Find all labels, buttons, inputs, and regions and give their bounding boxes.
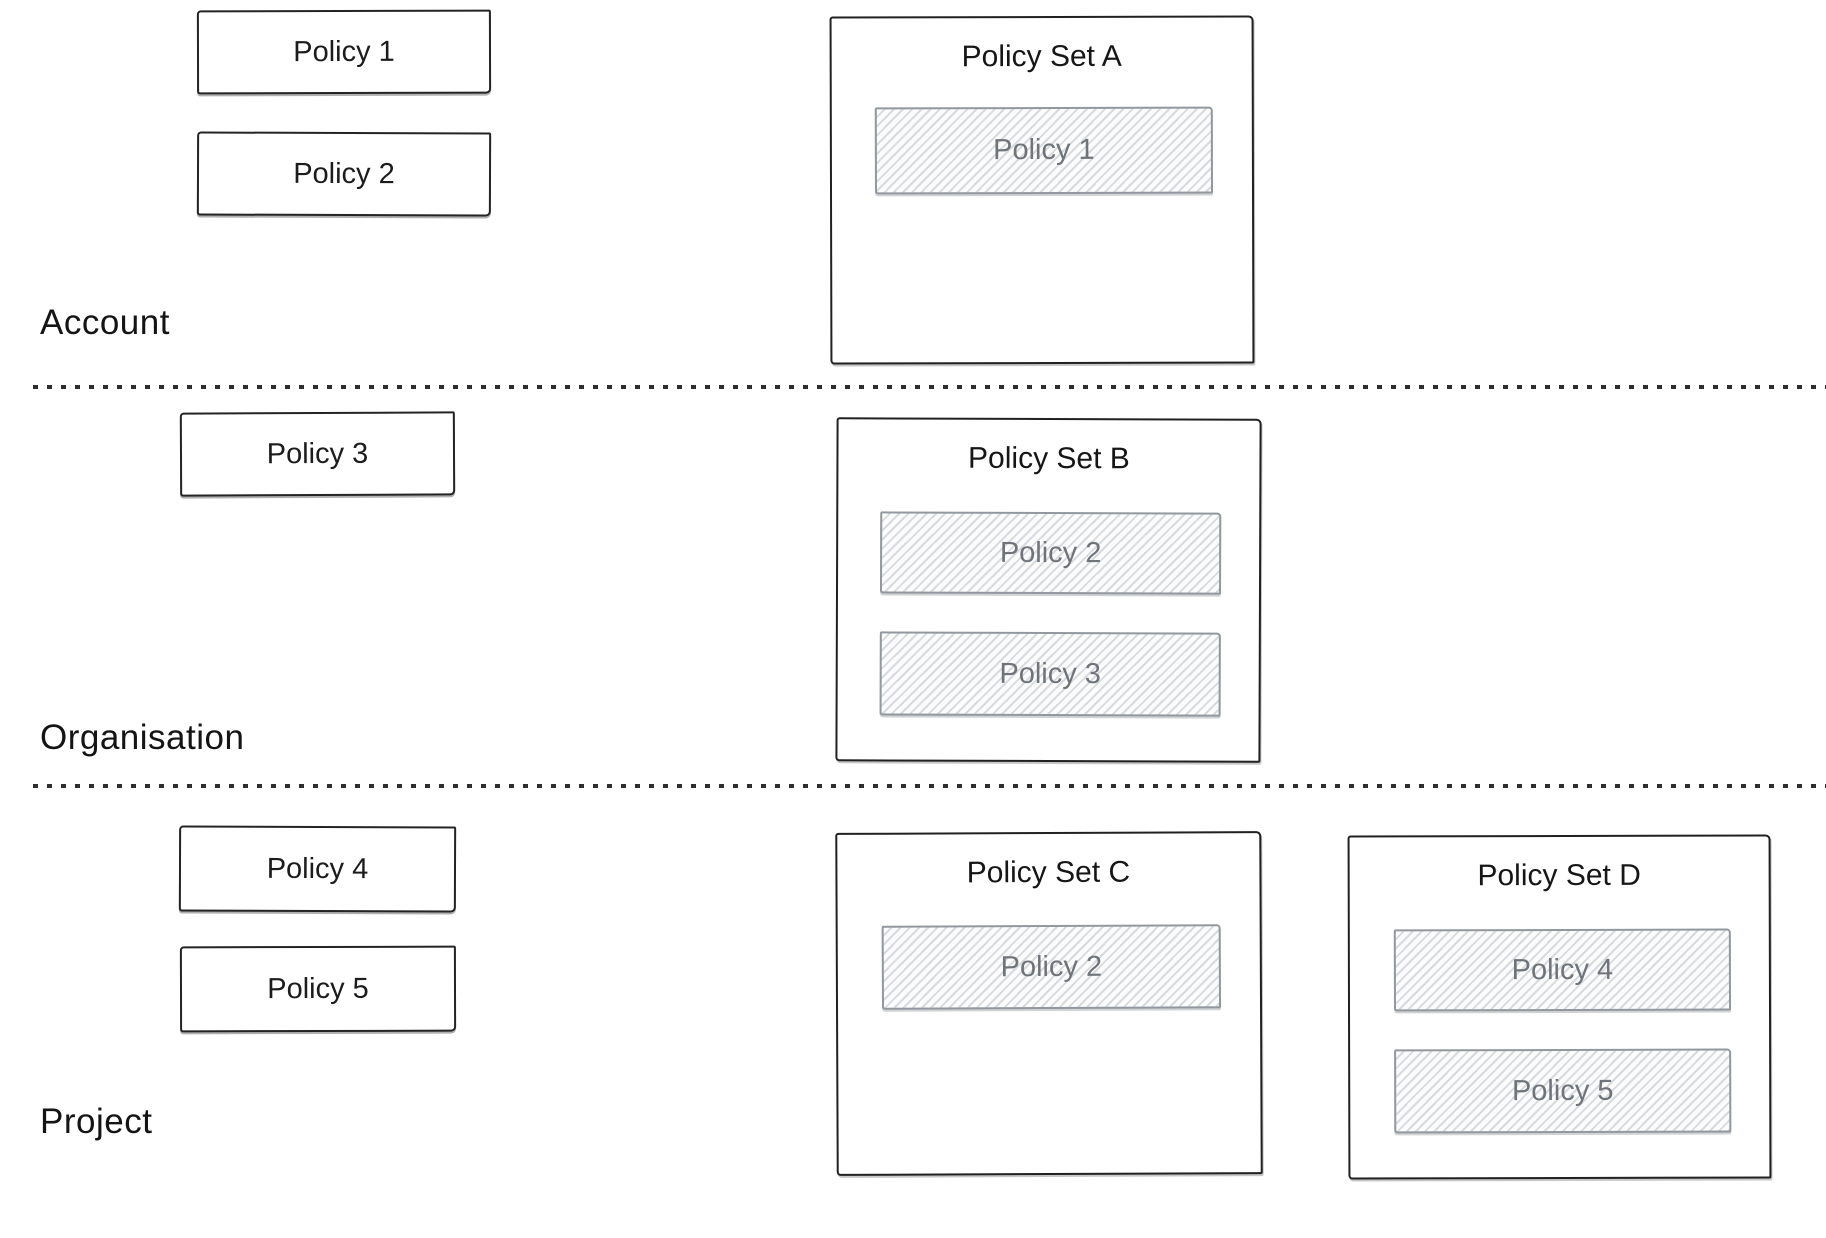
hatched-policy-box: Policy 5 — [1394, 1048, 1732, 1134]
hatched-policy-box: Policy 3 — [879, 631, 1221, 717]
hatched-policy-label: Policy 3 — [999, 657, 1102, 690]
band-label-organisation: Organisation — [40, 718, 245, 757]
hatched-policy-label: Policy 2 — [999, 536, 1102, 569]
policy-box-label: Policy 1 — [293, 35, 395, 68]
policy-box: Policy 3 — [179, 411, 456, 497]
policy-set-box: Policy Set A Policy 1 — [829, 15, 1255, 365]
hatched-policy-box: Policy 2 — [881, 924, 1222, 1010]
hatched-policy-label: Policy 4 — [1511, 953, 1614, 986]
hatched-policy-label: Policy 2 — [1000, 950, 1103, 983]
hatched-policy-box: Policy 1 — [874, 106, 1214, 195]
policy-set-title: Policy Set C — [966, 855, 1131, 890]
hatched-policy-label: Policy 1 — [993, 133, 1095, 167]
policy-set-title: Policy Set D — [1477, 858, 1641, 893]
policy-box: Policy 2 — [196, 131, 492, 217]
policy-set-title: Policy Set B — [968, 441, 1130, 476]
policy-set-box: Policy Set C Policy 2 — [835, 831, 1263, 1176]
policy-box-label: Policy 4 — [266, 852, 369, 885]
band-label-account: Account — [40, 303, 170, 342]
policy-box: Policy 4 — [178, 825, 457, 913]
hatched-policy-box: Policy 2 — [879, 511, 1222, 595]
band-label-project: Project — [40, 1102, 153, 1141]
policy-box: Policy 1 — [196, 9, 492, 95]
band-separator — [33, 783, 1826, 788]
hatched-policy-label: Policy 5 — [1511, 1074, 1614, 1107]
policy-box-label: Policy 2 — [293, 157, 395, 190]
policy-box-label: Policy 3 — [266, 437, 369, 470]
policy-box-label: Policy 5 — [267, 972, 369, 1005]
policy-box: Policy 5 — [179, 945, 457, 1033]
policy-set-title: Policy Set A — [961, 39, 1122, 74]
policy-set-box: Policy Set B Policy 2 Policy 3 — [835, 417, 1262, 763]
hatched-policy-box: Policy 4 — [1393, 928, 1732, 1012]
band-separator — [33, 384, 1826, 389]
policy-set-box: Policy Set D Policy 4 Policy 5 — [1347, 834, 1772, 1180]
